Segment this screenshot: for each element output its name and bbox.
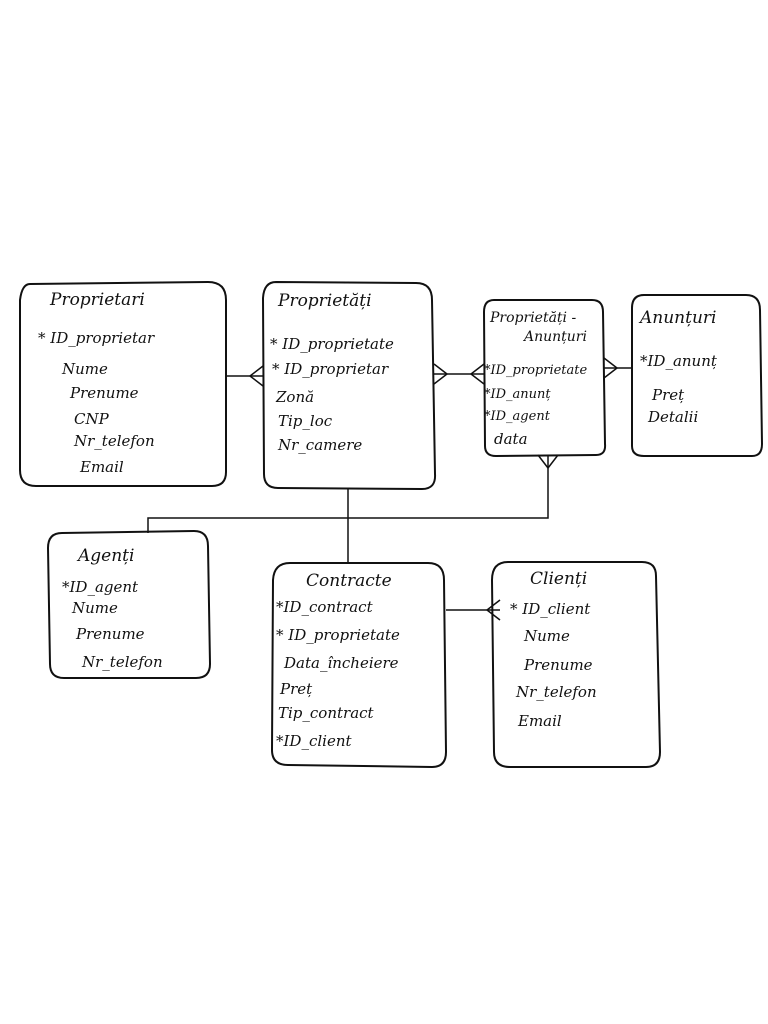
entity-box	[490, 561, 662, 768]
entity-contracte: Contracte *ID_contract * ID_proprietate …	[270, 562, 448, 769]
attribute: * ID_proprietar	[38, 329, 155, 347]
entity-title: Agenți	[76, 546, 134, 566]
relationships	[147, 357, 632, 621]
entity-clienti: Clienți * ID_client Nume Prenume Nr_tele…	[490, 561, 662, 768]
attribute: * ID_client	[510, 600, 591, 618]
entity-box	[46, 529, 212, 679]
attribute: CNP	[74, 410, 110, 428]
crowfoot-propanunturi-left	[470, 363, 485, 385]
attribute: *ID_proprietate	[484, 363, 588, 378]
attribute: Nr_telefon	[515, 683, 597, 701]
attribute: *ID_contract	[276, 598, 374, 616]
attribute: Nume	[61, 360, 108, 378]
attribute: Tip_contract	[278, 704, 375, 722]
attribute: * ID_proprietate	[270, 335, 394, 353]
attribute: *ID_agent	[484, 409, 551, 424]
crowfoot-clienti-left	[486, 599, 501, 621]
attribute: Prenume	[523, 656, 593, 674]
entity-title: Anunțuri	[522, 329, 587, 345]
entity-anunturi: Anunțuri *ID_anunț Preț Detalii	[631, 294, 764, 457]
crowfoot-proprietati-right	[433, 363, 448, 385]
crowfoot-propanunturi-bottom	[537, 454, 559, 469]
entity-title: Contracte	[306, 571, 392, 591]
attribute: Nr_telefon	[81, 653, 163, 671]
attribute: Data_încheiere	[283, 654, 399, 672]
crowfoot-proprietati-left	[249, 365, 264, 387]
attribute: Preț	[651, 386, 685, 404]
entity-agenti: Agenți *ID_agent Nume Prenume Nr_telefon	[46, 529, 212, 679]
attribute: data	[494, 430, 528, 448]
crowfoot-propanunturi-right	[603, 357, 618, 379]
attribute: Email	[517, 712, 562, 730]
attribute: Detalii	[647, 408, 698, 426]
entity-box	[482, 299, 607, 458]
entity-proprietari: Proprietari * ID_proprietar Nume Prenume…	[19, 280, 227, 487]
attribute: Preț	[279, 680, 313, 698]
entity-title: Proprietăți	[277, 291, 372, 311]
attribute: *ID_client	[276, 732, 352, 750]
entity-box	[270, 562, 448, 769]
attribute: Nr_telefon	[73, 432, 155, 450]
attribute: * ID_proprietar	[272, 360, 389, 378]
entity-box	[631, 294, 764, 457]
entity-box	[19, 280, 227, 487]
attribute: Prenume	[75, 625, 145, 643]
attribute: Tip_loc	[278, 412, 333, 430]
entity-proprietati-anunturi: Proprietăți - Anunțuri *ID_proprietate *…	[482, 299, 607, 458]
attribute: *ID_anunț	[484, 387, 551, 402]
attribute: * ID_proprietate	[276, 626, 400, 644]
attribute: Prenume	[69, 384, 139, 402]
attribute: Zonă	[275, 388, 314, 406]
entity-proprietati: Proprietăți * ID_proprietate * ID_propri…	[261, 280, 437, 491]
attribute: Nume	[523, 627, 570, 645]
entity-title: Proprietari	[49, 290, 145, 310]
attribute: Nume	[71, 599, 118, 617]
attribute: *ID_anunț	[640, 352, 718, 370]
attribute: *ID_agent	[62, 578, 139, 596]
entity-title: Proprietăți -	[489, 310, 576, 326]
entity-title: Clienți	[530, 569, 587, 589]
attribute: Nr_camere	[277, 436, 362, 454]
entity-title: Anunțuri	[638, 308, 716, 328]
entity-box	[261, 280, 437, 491]
attribute: Email	[79, 458, 124, 476]
